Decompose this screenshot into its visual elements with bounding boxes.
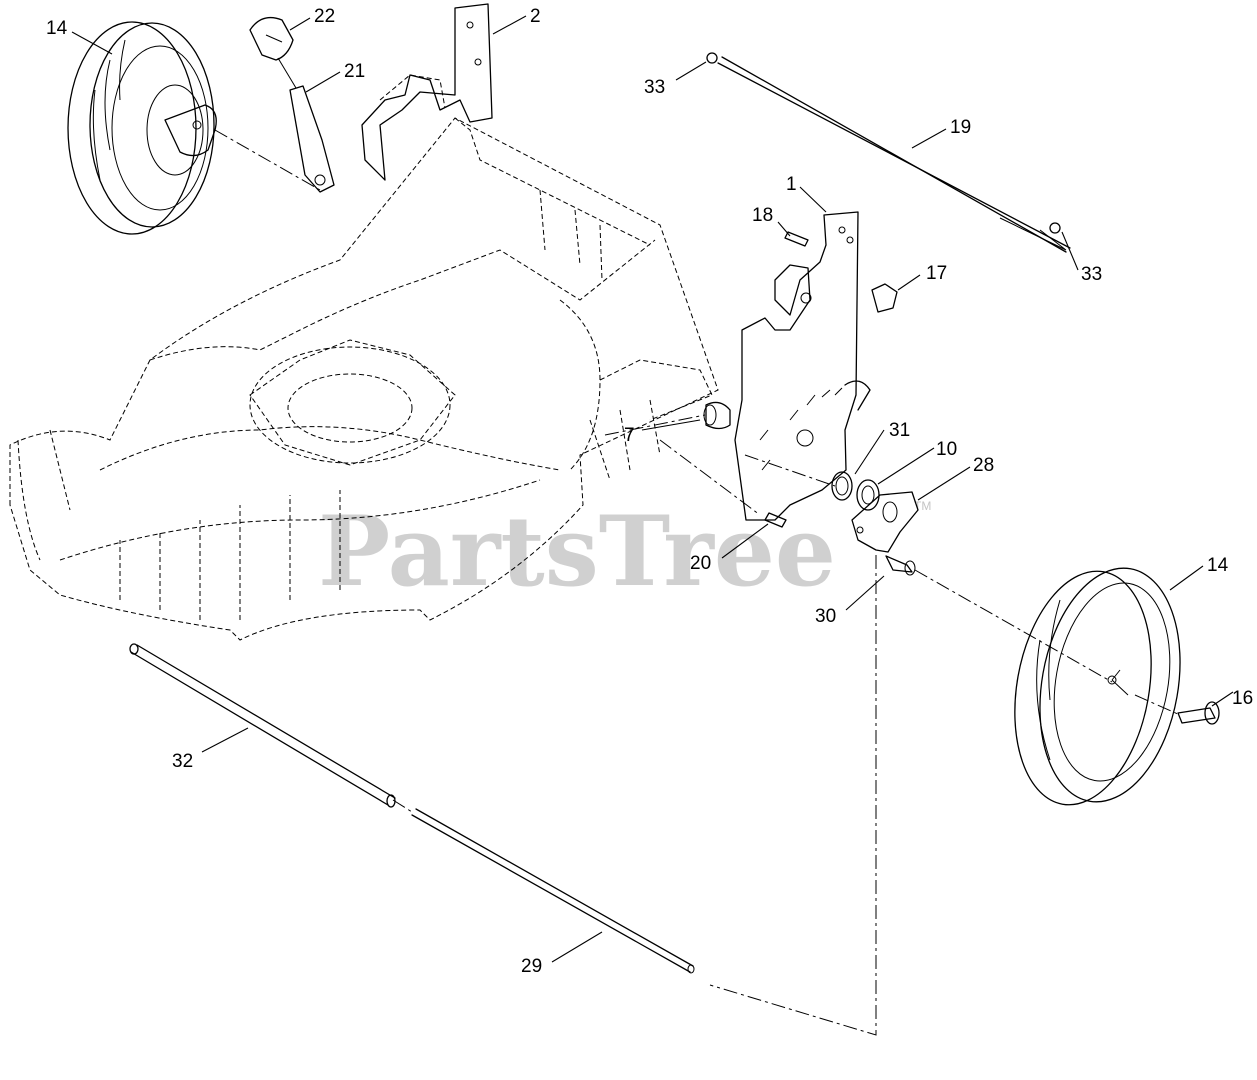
wheel-bolt — [1177, 701, 1220, 725]
axle-rod-29 — [411, 808, 695, 974]
mower-deck — [9, 74, 719, 641]
callout-33-top: 33 — [644, 77, 665, 98]
callout-labels: 14 22 2 21 33 19 1 18 17 33 31 10 28 7 2… — [46, 6, 1253, 977]
callout-20: 20 — [690, 553, 711, 574]
callout-leaders — [71, 15, 1234, 963]
callout-2: 2 — [530, 6, 541, 27]
callout-7: 7 — [624, 425, 635, 446]
callout-31: 31 — [889, 420, 910, 441]
callout-18: 18 — [752, 205, 773, 226]
callout-14-left: 14 — [46, 18, 68, 39]
callout-33-right: 33 — [1081, 264, 1102, 285]
callout-1: 1 — [786, 174, 797, 195]
axle-tube-32 — [129, 643, 396, 808]
callout-28: 28 — [973, 455, 994, 476]
callout-32: 32 — [172, 751, 193, 772]
assembly-centerlines — [214, 129, 1181, 1036]
callout-14-right: 14 — [1207, 555, 1229, 576]
callout-29: 29 — [521, 956, 542, 977]
callout-17: 17 — [926, 263, 947, 284]
bracket-rear — [361, 3, 493, 181]
bracket-plate-front — [734, 211, 871, 521]
callout-30: 30 — [815, 606, 836, 627]
rod-19 — [706, 52, 1071, 253]
callout-21: 21 — [344, 61, 365, 82]
wheel-right — [1014, 567, 1181, 806]
callout-10: 10 — [936, 439, 957, 460]
watermark-text: PartsTree — [318, 495, 836, 608]
wheel-left — [67, 21, 217, 235]
small-parts — [703, 231, 919, 576]
callout-19: 19 — [950, 117, 971, 138]
height-adjust-lever — [249, 16, 335, 193]
callout-16: 16 — [1232, 688, 1253, 709]
callout-22: 22 — [314, 6, 335, 27]
